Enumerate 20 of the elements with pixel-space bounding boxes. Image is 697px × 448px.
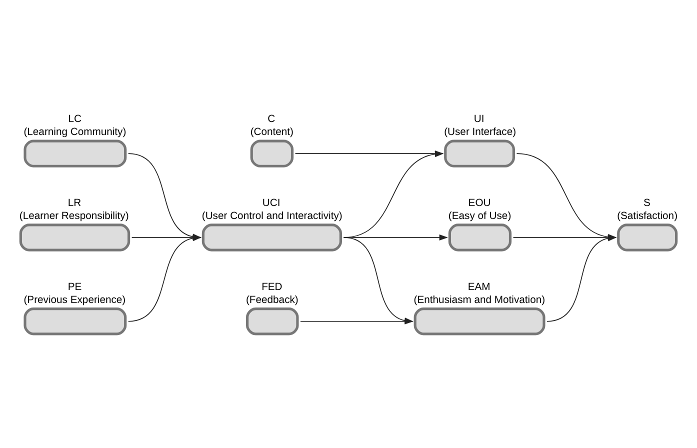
node-label: (Learning Community) <box>24 126 126 138</box>
node-label: LR <box>68 197 82 208</box>
node-label: LC <box>68 114 82 125</box>
node-label: (Easy of Use) <box>448 210 512 222</box>
node-label: (Learner Responsibility) <box>19 210 129 222</box>
node-label: FED <box>262 281 282 292</box>
node-label: EAM <box>468 281 490 292</box>
node-label: PE <box>68 281 82 292</box>
node-label: (User Control and Interactivity) <box>202 210 342 222</box>
node-label: EOU <box>468 197 491 208</box>
node-label: UI <box>474 114 484 125</box>
node-label: (User Interface) <box>444 126 516 138</box>
node-label: (Previous Experience) <box>24 294 126 306</box>
node-label: C <box>268 114 276 125</box>
node-label: (Content) <box>250 126 294 138</box>
node-label: (Enthusiasm and Motivation) <box>414 294 546 306</box>
node-label: S <box>643 197 650 208</box>
node-label: (Feedback) <box>246 294 298 306</box>
node-label: UCI <box>262 197 280 208</box>
node-label: (Satisfaction) <box>617 210 678 222</box>
